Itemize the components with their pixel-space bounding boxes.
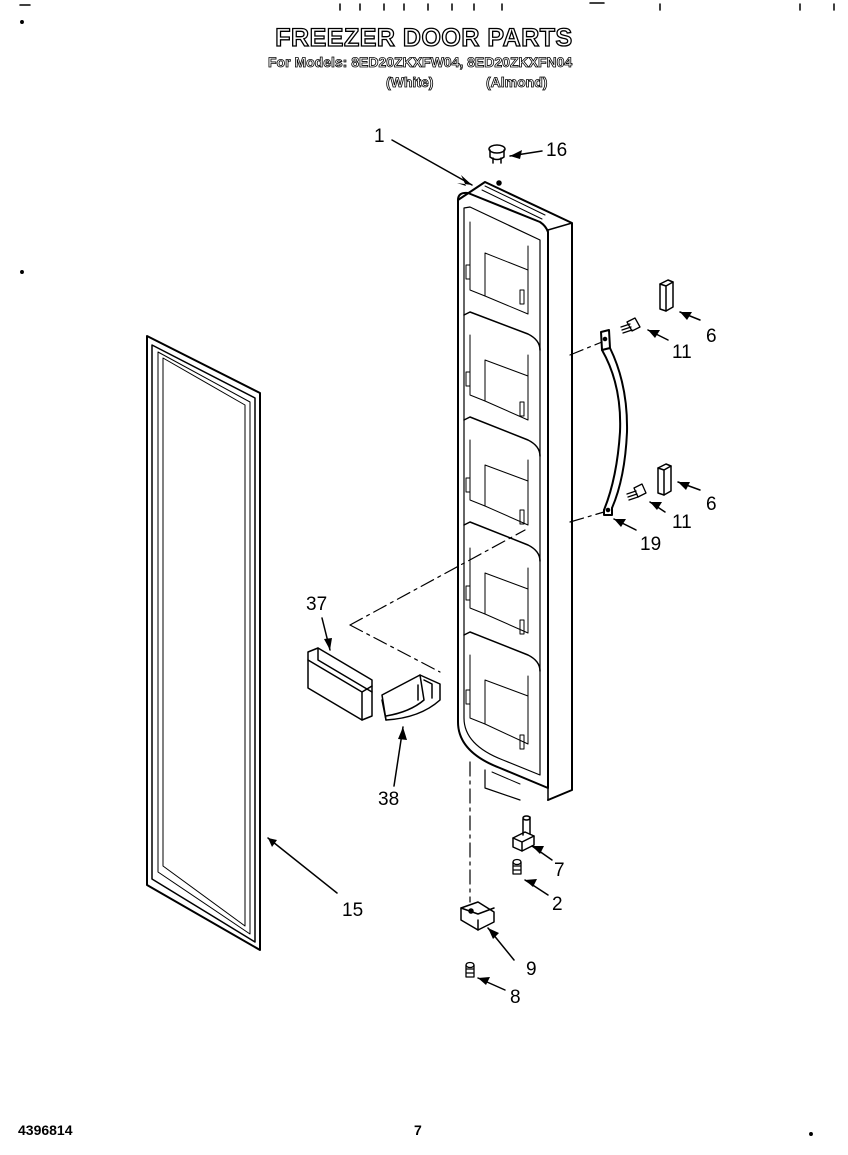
callout-hinge-screw-small: 2 [552, 894, 563, 915]
callout-handle-trim-lower: 6 [706, 494, 717, 515]
callout-hinge-screw: 8 [510, 987, 521, 1008]
callout-handle-screw-upper: 11 [672, 342, 692, 363]
callout-shelf-rail: 37 [306, 594, 327, 615]
page-title: FREEZER DOOR PARTS [275, 23, 573, 52]
bottom-hinge [460, 901, 495, 931]
assembly-guide-lines [349, 341, 605, 903]
scan-artifact-marks [19, 2, 835, 1136]
top-plug [488, 144, 506, 186]
callout-leaders [267, 139, 701, 991]
freezer-door-panel [457, 181, 573, 801]
callout-handle-screw-lower: 11 [672, 512, 692, 533]
handle-screw-upper [620, 317, 641, 334]
callout-rail-end-cap: 38 [378, 789, 399, 810]
callout-door-gasket: 15 [342, 900, 363, 921]
hinge-pin [512, 815, 535, 852]
model-list: For Models: 8ED20ZKXFW04, 8ED20ZKXFN04 [268, 54, 573, 71]
callout-hinge-pin: 7 [554, 860, 565, 881]
handle-trim-lower [657, 463, 672, 496]
page-number: 7 [414, 1122, 422, 1138]
part-number: 4396814 [18, 1122, 73, 1138]
hinge-screw [465, 961, 475, 978]
door-gasket [146, 335, 261, 951]
callout-plug-top: 16 [546, 140, 567, 161]
rail-end-cap [381, 674, 441, 721]
callout-door-panel: 1 [374, 126, 385, 147]
hinge-screw-small [512, 858, 522, 875]
shelf-rail [307, 647, 373, 721]
variant-white-label: (White) [386, 74, 434, 91]
handle-trim-upper [659, 279, 674, 312]
variant-almond-label: (Almond) [486, 74, 548, 91]
handle-screw-lower [626, 483, 647, 501]
callout-bottom-hinge: 9 [526, 959, 537, 980]
callout-handle-trim-upper: 6 [706, 326, 717, 347]
callout-handle: 19 [640, 534, 661, 555]
door-handle [600, 329, 629, 516]
